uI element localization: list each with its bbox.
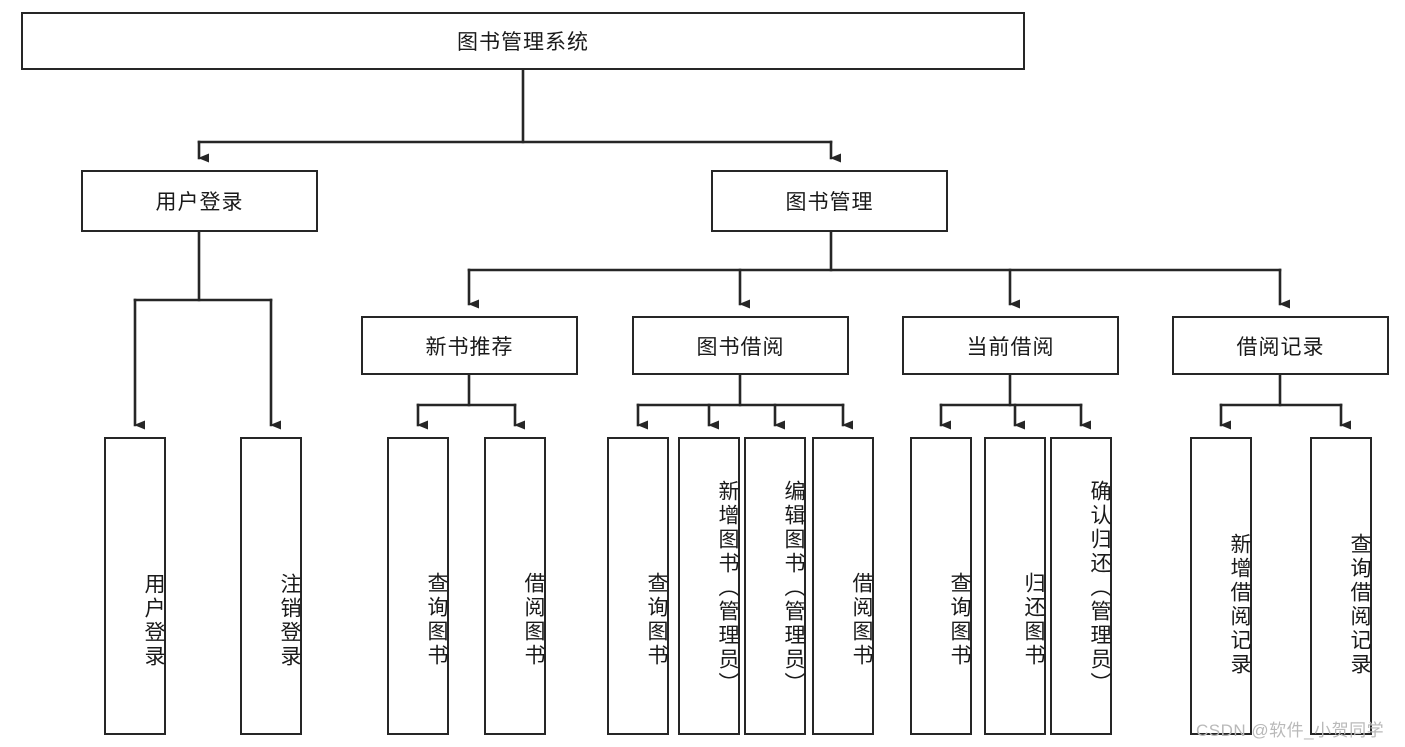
node-leaf-borrow-edit-book-admin[interactable]: 编辑图书（管理员） <box>744 437 806 735</box>
node-label: 注销登录 <box>278 573 301 669</box>
node-label: 编辑图书（管理员） <box>782 480 805 696</box>
node-leaf-rec-query-book[interactable]: 查询图书 <box>387 437 449 735</box>
node-current-borrowing[interactable]: 当前借阅 <box>902 316 1119 375</box>
node-label: 借阅图书 <box>850 572 873 668</box>
node-label: 当前借阅 <box>966 335 1055 359</box>
node-label: 归还图书 <box>1022 572 1045 668</box>
node-label: 用户登录 <box>155 191 244 214</box>
node-leaf-record-add[interactable]: 新增借阅记录 <box>1190 437 1252 735</box>
node-label: 图书管理 <box>785 191 874 214</box>
node-leaf-user-logout[interactable]: 注销登录 <box>240 437 302 735</box>
node-leaf-borrow-add-book-admin[interactable]: 新增图书（管理员） <box>678 437 740 735</box>
node-leaf-current-return-book[interactable]: 归还图书 <box>984 437 1046 735</box>
node-label: 新书推荐 <box>425 335 514 359</box>
node-label: 借阅图书 <box>522 572 545 668</box>
node-root-book-management-system[interactable]: 图书管理系统 <box>21 12 1025 70</box>
node-label: 查询图书 <box>948 572 971 668</box>
node-leaf-borrow-query-book[interactable]: 查询图书 <box>607 437 669 735</box>
node-book-borrowing[interactable]: 图书借阅 <box>632 316 849 375</box>
node-leaf-rec-borrow-book[interactable]: 借阅图书 <box>484 437 546 735</box>
node-label: 图书借阅 <box>696 335 785 359</box>
node-leaf-current-query-book[interactable]: 查询图书 <box>910 437 972 735</box>
node-leaf-current-confirm-return-admin[interactable]: 确认归还（管理员） <box>1050 437 1112 735</box>
node-label: 确认归还（管理员） <box>1088 480 1111 696</box>
node-label: 借阅记录 <box>1236 335 1325 359</box>
node-leaf-record-search[interactable]: 查询借阅记录 <box>1310 437 1372 735</box>
node-borrowing-record[interactable]: 借阅记录 <box>1172 316 1389 375</box>
node-label: 查询借阅记录 <box>1348 533 1371 677</box>
node-label: 查询图书 <box>645 572 668 668</box>
node-book-management[interactable]: 图书管理 <box>711 170 948 232</box>
node-label: 新增图书（管理员） <box>716 480 739 696</box>
node-user-login[interactable]: 用户登录 <box>81 170 318 232</box>
node-leaf-borrow-lend-book[interactable]: 借阅图书 <box>812 437 874 735</box>
node-new-book-recommendation[interactable]: 新书推荐 <box>361 316 578 375</box>
node-label: 新增借阅记录 <box>1228 533 1251 677</box>
node-label: 图书管理系统 <box>457 31 589 54</box>
node-label: 用户登录 <box>142 573 165 669</box>
node-label: 查询图书 <box>425 572 448 668</box>
node-leaf-user-login[interactable]: 用户登录 <box>104 437 166 735</box>
